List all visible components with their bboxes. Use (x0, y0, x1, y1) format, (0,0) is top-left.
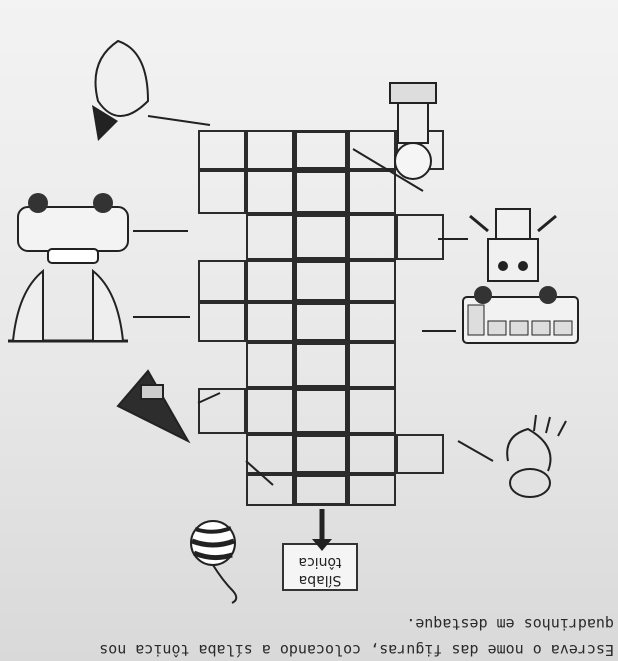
bus-icon (462, 286, 579, 344)
pointer-line (352, 148, 424, 192)
car-icon (17, 193, 129, 264)
legend-arrow-icon (312, 509, 332, 551)
pointer-line (457, 440, 494, 462)
parrot-icon (506, 414, 567, 498)
curtain-icon (8, 268, 128, 343)
hand-cutting-icon (92, 39, 150, 141)
robot-icon (469, 208, 557, 282)
witch-hat-icon (116, 369, 191, 444)
pointer-line (245, 460, 274, 486)
ornament-ball-icon (190, 520, 238, 604)
pointer-line (147, 115, 211, 126)
pointer-line (197, 392, 221, 404)
doll-icon (389, 82, 437, 180)
